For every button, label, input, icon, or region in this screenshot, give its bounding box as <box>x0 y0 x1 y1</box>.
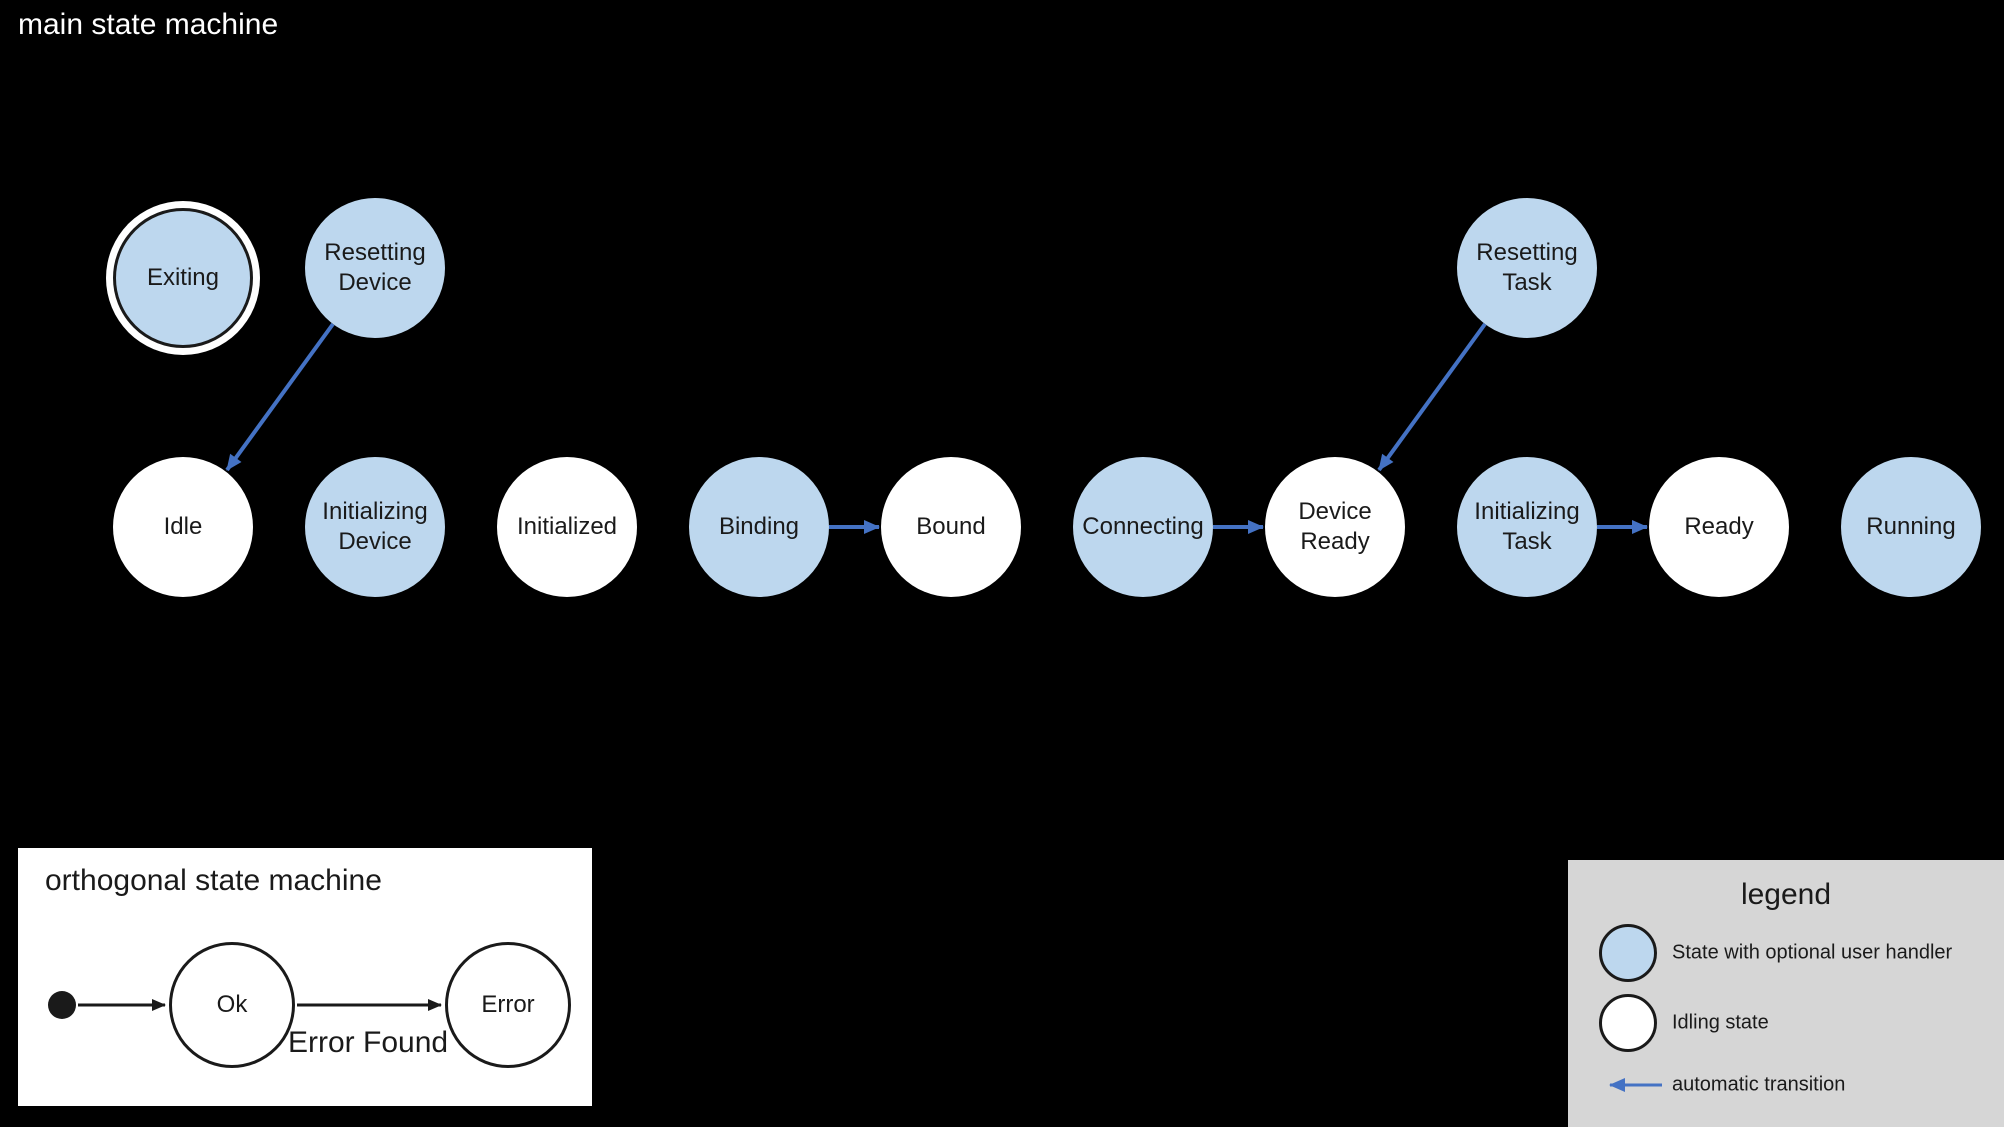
legend-item-user-handler-label: State with optional user handler <box>1672 941 1953 964</box>
state-running: Running <box>1841 457 1981 597</box>
transition-arrow-resetting-task-to-device-ready <box>1377 322 1487 472</box>
state-ready: Ready <box>1649 457 1789 597</box>
orthogonal-machine-panel: orthogonal state machine Ok Error Error … <box>18 848 592 1106</box>
state-resetting-device: Resetting Device <box>305 198 445 338</box>
orthogonal-machine-title: orthogonal state machine <box>45 864 382 897</box>
state-initialized: Initialized <box>497 457 637 597</box>
transition-arrow-resetting-device-to-idle <box>225 322 335 472</box>
state-initializing-task: Initializing Task <box>1457 457 1597 597</box>
main-machine-title: main state machine <box>18 8 279 41</box>
state-idle: Idle <box>113 457 253 597</box>
state-exiting-final-ring: Exiting <box>106 201 260 355</box>
state-device-ready: Device Ready <box>1265 457 1405 597</box>
state-connecting: Connecting <box>1073 457 1213 597</box>
legend-title: legend <box>1740 878 1832 911</box>
state-resetting-task: Resetting Task <box>1457 198 1597 338</box>
idling-state-swatch <box>1599 994 1657 1052</box>
legend-item-idling-label: Idling state <box>1672 1011 1769 1034</box>
state-exiting: Exiting <box>113 208 253 348</box>
state-initializing-device: Initializing Device <box>305 457 445 597</box>
transition-label-error-found: Error Found <box>288 1026 449 1059</box>
state-ok: Ok <box>169 942 295 1068</box>
state-error: Error <box>445 942 571 1068</box>
initial-state-dot <box>48 991 76 1019</box>
state-bound: Bound <box>881 457 1021 597</box>
user-handler-state-swatch <box>1599 924 1657 982</box>
automatic-transition-arrow-icon <box>1609 1078 1662 1092</box>
legend-item-automatic-transition-label: automatic transition <box>1672 1073 1846 1096</box>
state-binding: Binding <box>689 457 829 597</box>
legend-panel: legend State with optional user handler … <box>1568 860 2004 1127</box>
